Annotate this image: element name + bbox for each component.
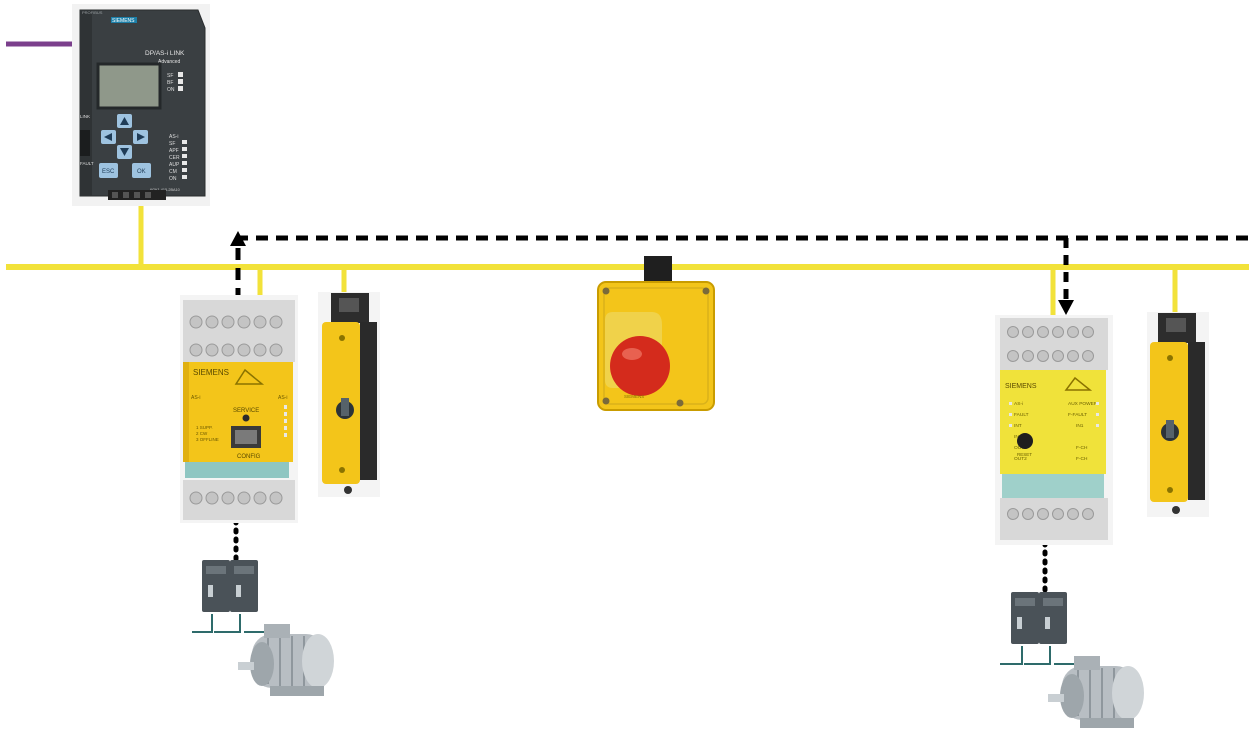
gateway-fault-label: FAULT	[80, 161, 94, 166]
svg-text:AS-i: AS-i	[191, 395, 200, 401]
svg-text:AS-i: AS-i	[278, 395, 287, 401]
svg-text:IN1: IN1	[1076, 423, 1084, 429]
right-monitor-reset: RESET	[1017, 452, 1032, 457]
gateway-profibus-label: PROFIBUS	[82, 10, 103, 15]
svg-text:3 OFFLINE: 3 OFFLINE	[196, 437, 219, 442]
dp-asi-link-gateway: SIEMENS PROFIBUS DP/AS-i LINK Advanced S…	[72, 4, 210, 206]
motor-left	[238, 624, 334, 696]
motor-wiring-right	[1000, 646, 1078, 664]
svg-text:FAULT: FAULT	[1014, 412, 1029, 418]
svg-text:F-CH: F-CH	[1076, 456, 1088, 462]
svg-text:AUP: AUP	[169, 162, 180, 168]
motor-right	[1048, 656, 1144, 728]
left-monitor-service: SERVICE	[233, 408, 259, 414]
esc-key-label: ESC	[102, 169, 115, 175]
svg-text:CM: CM	[169, 169, 177, 175]
estop-brand: SIEMENS	[624, 394, 644, 399]
safety-monitor-left: SIEMENS AS-i AS-i SERVICE 1 SUPP. 2 CW 3…	[180, 295, 298, 523]
svg-text:F-FAULT: F-FAULT	[1068, 412, 1087, 418]
svg-text:AS-i: AS-i	[1014, 401, 1023, 407]
safety-link-dashed	[230, 231, 1249, 315]
gateway-link-label: LINK	[80, 114, 90, 119]
svg-text:AS-i: AS-i	[169, 134, 178, 140]
gateway-brand: SIEMENS	[112, 18, 135, 24]
svg-text:2 CW: 2 CW	[196, 431, 208, 436]
svg-text:SF: SF	[169, 141, 175, 147]
svg-text:BF: BF	[167, 80, 173, 86]
motor-wiring-left	[192, 614, 268, 632]
svg-text:F-CH: F-CH	[1076, 445, 1088, 451]
contactors-right	[1011, 592, 1067, 644]
safety-door-switch-left	[318, 292, 380, 497]
svg-text:SF: SF	[167, 73, 173, 79]
svg-text:APF: APF	[169, 148, 179, 154]
svg-text:1 SUPP.: 1 SUPP.	[196, 425, 213, 430]
svg-text:CER: CER	[169, 155, 180, 161]
svg-text:ON: ON	[167, 87, 175, 93]
right-monitor-brand: SIEMENS	[1005, 383, 1037, 390]
arrow-down-icon	[1058, 300, 1074, 315]
emergency-stop-box: SIEMENS	[598, 256, 714, 410]
safety-monitor-right: SIEMENS AS-i FAULT INT IN2 OUT1 OUT2 AUX…	[995, 315, 1113, 545]
estop-mushroom-button	[610, 336, 670, 396]
svg-text:INT: INT	[1014, 423, 1022, 429]
svg-text:ON: ON	[169, 176, 177, 182]
output-wiring	[236, 512, 1045, 592]
svg-text:AUX POWER: AUX POWER	[1068, 401, 1098, 407]
left-monitor-brand: SIEMENS	[193, 368, 229, 377]
safety-door-switch-right	[1147, 312, 1209, 517]
ok-key-label: OK	[137, 169, 146, 175]
left-monitor-config: CONFIG	[237, 454, 261, 460]
gateway-title: DP/AS-i LINK	[145, 50, 185, 57]
contactors-left	[202, 560, 258, 612]
